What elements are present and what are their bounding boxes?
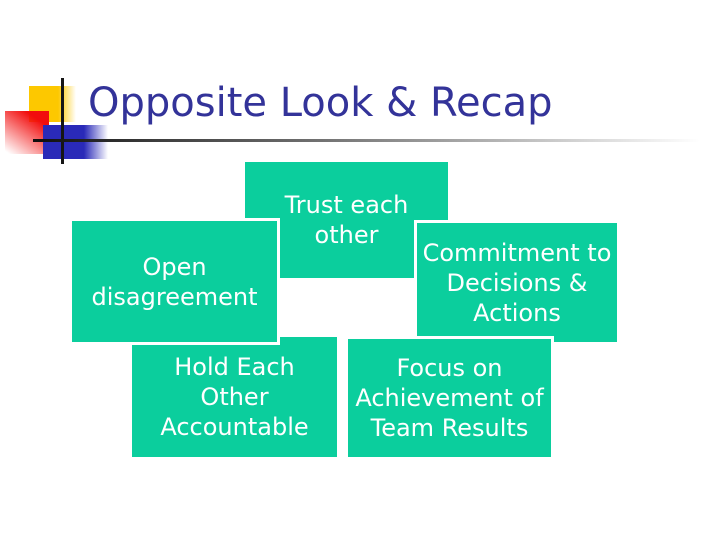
slide-title: Opposite Look & Recap xyxy=(88,80,553,126)
box-focus-on-team-results: Focus on Achievement of Team Results xyxy=(345,336,554,460)
accent-red-square-icon xyxy=(5,111,49,154)
accent-vertical-line xyxy=(61,78,64,164)
title-underline-rule xyxy=(33,139,700,142)
box-commitment-to-decisions: Commitment to Decisions & Actions xyxy=(414,220,620,345)
box-hold-each-other-accountable: Hold Each Other Accountable xyxy=(129,334,340,460)
box-open-disagreement: Open disagreement xyxy=(69,218,280,345)
accent-blue-square-icon xyxy=(43,125,108,159)
